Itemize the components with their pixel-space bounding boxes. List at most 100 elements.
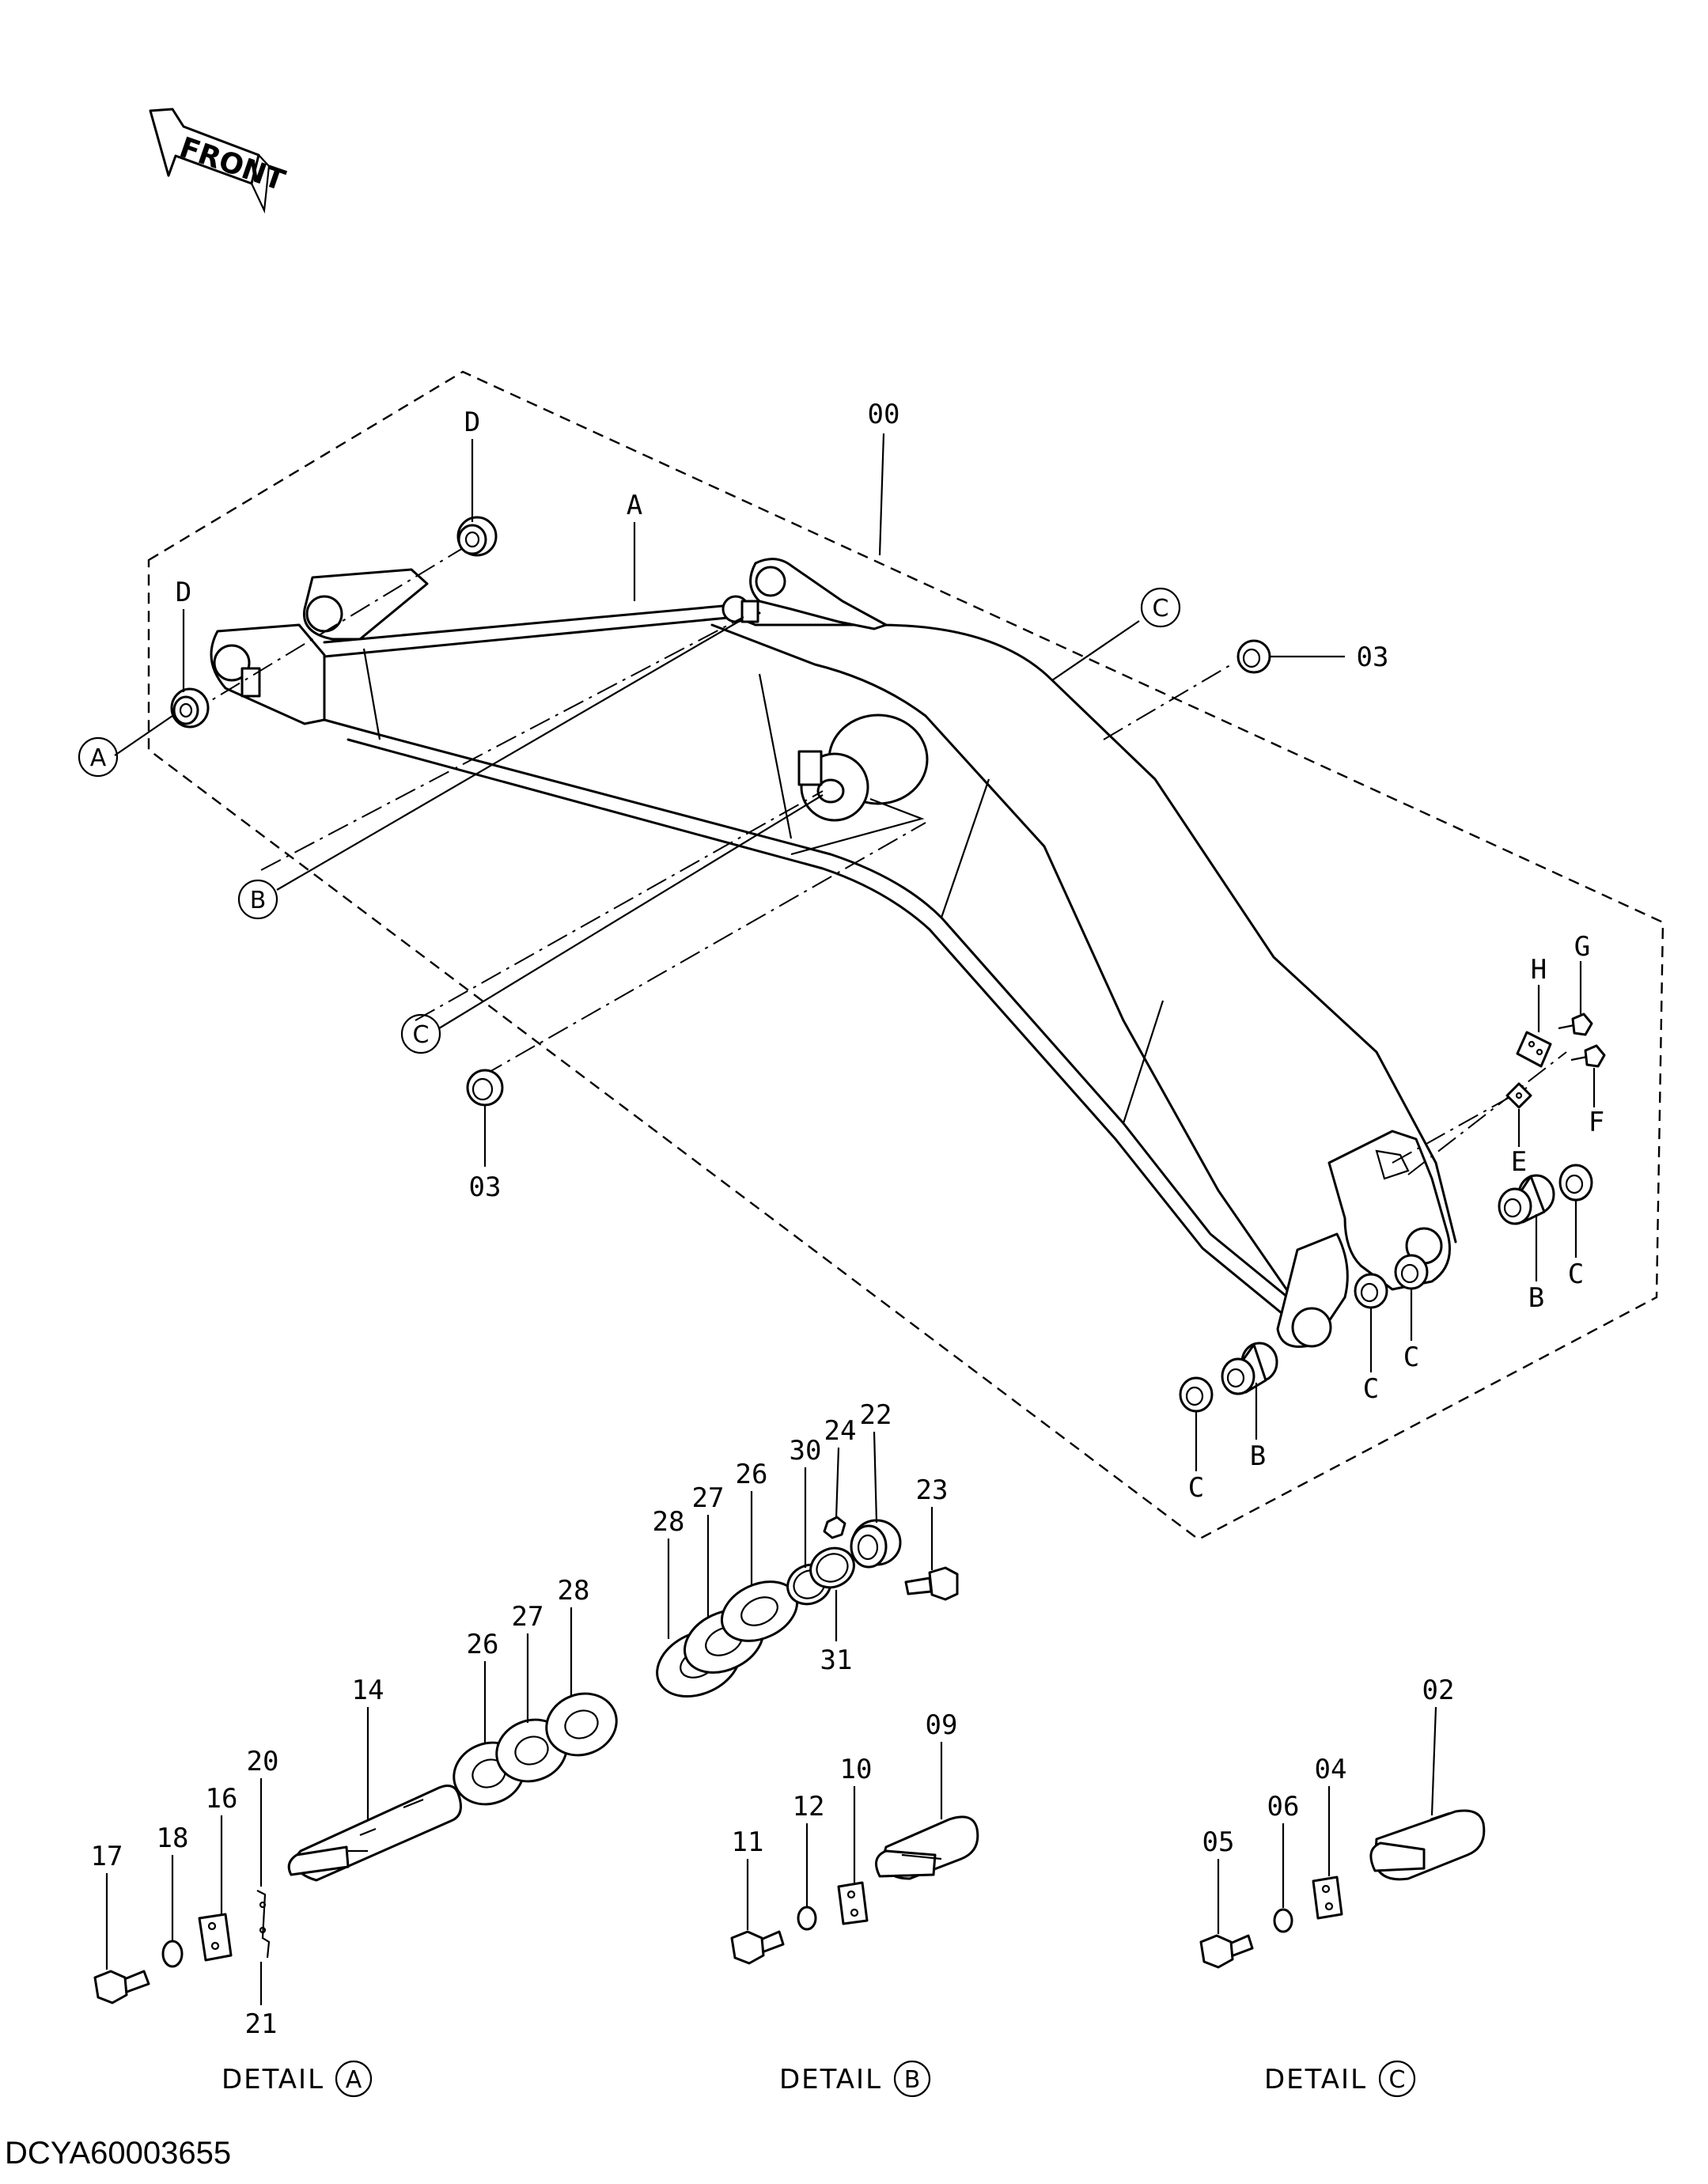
- centerline-b: [260, 616, 744, 871]
- leader-00: [878, 433, 885, 556]
- assembly-boundary: [147, 370, 1664, 1541]
- circle-callout-b: B: [237, 879, 278, 920]
- bushing-d-top: [456, 516, 498, 557]
- part-16: 16: [206, 1783, 238, 1815]
- leader-circ-c-lower: [438, 794, 824, 1029]
- bolt-g-icon: [1558, 1013, 1593, 1036]
- svg-text:C: C: [1389, 2066, 1406, 2094]
- svg-text:DETAIL: DETAIL: [222, 2064, 324, 2095]
- svg-text:C: C: [1153, 595, 1169, 623]
- part-26b: 26: [467, 1629, 499, 1660]
- detail-b-caption: DETAIL B: [779, 2060, 931, 2098]
- part-20: 20: [247, 1746, 279, 1777]
- callout-00: 00: [868, 399, 900, 430]
- part-09: 09: [926, 1709, 958, 1741]
- callout-03-lower: 03: [469, 1171, 502, 1203]
- o-ring-31: [809, 1546, 855, 1589]
- callout-e: E: [1511, 1146, 1527, 1178]
- part-14: 14: [352, 1675, 384, 1706]
- detail-c-caption: DETAIL C: [1264, 2060, 1416, 2098]
- plate-04: [1312, 1876, 1343, 1920]
- callout-c-right: C: [1568, 1259, 1584, 1290]
- clip-20-21: [256, 1890, 271, 1959]
- callout-d-left: D: [176, 577, 191, 608]
- seal-c-right: [1558, 1164, 1593, 1202]
- circle-callout-c-upper: C: [1140, 587, 1181, 628]
- bushing-03-upper: [1237, 639, 1271, 674]
- callout-c-mid2: C: [1403, 1342, 1419, 1373]
- part-28a: 28: [653, 1506, 685, 1538]
- part-17: 17: [91, 1841, 123, 1872]
- leader-circ-c-upper: [1051, 620, 1140, 681]
- ring-22: [850, 1519, 902, 1569]
- svg-text:A: A: [90, 744, 107, 772]
- washer-12: [797, 1906, 817, 1931]
- part-22: 22: [860, 1399, 892, 1431]
- part-23: 23: [916, 1474, 949, 1506]
- callout-f: F: [1589, 1107, 1604, 1138]
- circle-callout-c-lower: C: [400, 1013, 441, 1054]
- boom-arm: [210, 558, 1457, 1348]
- bolt-11-icon: [730, 1930, 785, 1965]
- drawing-code: DCYA60003655: [5, 2136, 232, 2171]
- callout-c-mid1: C: [1363, 1373, 1379, 1405]
- bolt-17-icon: [93, 1970, 150, 2004]
- centerline-03-upper: [1103, 662, 1235, 740]
- part-10: 10: [840, 1754, 873, 1785]
- seal-c-mid1: [1354, 1273, 1388, 1309]
- seal-c-lower: [1179, 1376, 1214, 1413]
- svg-text:DETAIL: DETAIL: [779, 2064, 882, 2095]
- svg-text:C: C: [413, 1021, 430, 1049]
- part-28b: 28: [558, 1575, 590, 1607]
- plate-16: [198, 1913, 233, 1962]
- leader-22: [873, 1431, 878, 1524]
- plate-10: [837, 1881, 869, 1925]
- plate-e: [1505, 1082, 1532, 1109]
- svg-text:B: B: [904, 2066, 921, 2094]
- leader-02: [1430, 1706, 1437, 1816]
- callout-g: G: [1574, 931, 1590, 963]
- part-24: 24: [824, 1415, 857, 1447]
- pin-14: [287, 1785, 462, 1882]
- leader-circ-a: [114, 715, 173, 756]
- pin-09: [875, 1815, 979, 1880]
- part-27a: 27: [692, 1482, 725, 1514]
- part-18: 18: [157, 1823, 189, 1854]
- part-06: 06: [1267, 1791, 1300, 1823]
- part-04: 04: [1315, 1754, 1347, 1785]
- front-arrow-icon: FRONT: [149, 108, 290, 214]
- part-02: 02: [1422, 1675, 1455, 1706]
- callout-d-top: D: [464, 407, 480, 438]
- centerline-c-lower: [415, 790, 824, 1021]
- callout-03-upper: 03: [1357, 642, 1389, 673]
- detail-a-caption: DETAIL A: [222, 2060, 373, 2098]
- callout-b-lower: B: [1250, 1440, 1266, 1472]
- part-21: 21: [245, 2008, 278, 2040]
- callout-c-lower: C: [1188, 1472, 1204, 1504]
- callout-a-top: A: [627, 490, 642, 521]
- bolt-05-icon: [1199, 1934, 1254, 1969]
- centerline-a: [187, 545, 468, 715]
- centerline-tip-2: [1407, 1051, 1567, 1175]
- circle-callout-a: A: [78, 736, 119, 778]
- bushing-b-right: [1498, 1174, 1555, 1225]
- part-31: 31: [820, 1645, 853, 1676]
- leader-circ-b: [276, 620, 740, 891]
- bushing-d-left: [170, 687, 210, 729]
- callout-h: H: [1531, 954, 1547, 986]
- front-label: FRONT: [176, 131, 290, 198]
- seal-c-mid2: [1394, 1254, 1429, 1290]
- washer-06: [1273, 1908, 1293, 1933]
- part-26a: 26: [736, 1459, 768, 1490]
- washer-18: [161, 1940, 184, 1968]
- centerline-03-lower: [482, 822, 926, 1077]
- bolt-23-icon: [904, 1566, 959, 1601]
- bushing-03-lower: [466, 1069, 504, 1107]
- bushing-b-lower: [1221, 1342, 1278, 1395]
- plate-h: [1516, 1031, 1552, 1068]
- part-12: 12: [793, 1791, 825, 1823]
- part-11: 11: [732, 1826, 764, 1858]
- part-27b: 27: [512, 1601, 544, 1633]
- part-30: 30: [790, 1435, 822, 1467]
